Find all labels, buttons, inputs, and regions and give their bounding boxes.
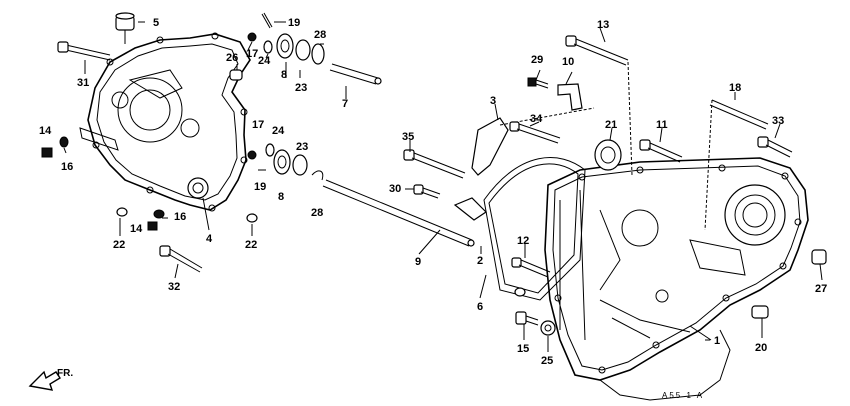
left-crankcase-cover [79, 12, 251, 212]
callout-35: 35 [402, 131, 414, 143]
callouts: 5 19 28 17 26 24 8 23 7 31 14 16 17 24 2… [39, 17, 827, 367]
callout-31: 31 [77, 77, 89, 89]
callout-12: 12 [517, 235, 529, 247]
callout-2: 2 [477, 255, 483, 267]
right-crankcase [544, 139, 809, 401]
callout-11: 11 [656, 119, 668, 131]
callout-22b: 22 [245, 239, 257, 251]
callout-28: 28 [314, 29, 326, 41]
left-small-parts [41, 12, 382, 273]
callout-7: 7 [342, 98, 348, 110]
figure-code: A55 1 A [662, 391, 704, 400]
shaft-and-gasket [322, 157, 586, 301]
callout-32: 32 [168, 281, 180, 293]
callout-17b: 17 [252, 119, 264, 131]
callout-9: 9 [415, 256, 421, 268]
callout-8b: 8 [278, 191, 284, 203]
callout-16b: 16 [174, 211, 186, 223]
callout-20: 20 [755, 342, 767, 354]
callout-3: 3 [490, 95, 496, 107]
leader-lines [63, 21, 823, 352]
fr-label: FR. [57, 368, 73, 379]
callout-14: 14 [39, 125, 52, 137]
callout-19b: 19 [254, 181, 266, 193]
callout-23: 23 [295, 82, 307, 94]
callout-25: 25 [541, 355, 553, 367]
callout-6: 6 [477, 301, 483, 313]
callout-24: 24 [258, 55, 271, 67]
callout-17: 17 [246, 48, 258, 60]
callout-24b: 24 [272, 125, 285, 137]
callout-1: 1 [714, 335, 720, 347]
front-direction-arrow: FR. [28, 368, 73, 391]
callout-18: 18 [729, 82, 741, 94]
callout-16: 16 [61, 161, 73, 173]
right-small-parts [403, 35, 827, 341]
callout-23b: 23 [296, 141, 308, 153]
callout-27: 27 [815, 283, 827, 295]
callout-29: 29 [531, 54, 543, 66]
callout-10: 10 [562, 56, 574, 68]
callout-30: 30 [389, 183, 401, 195]
callout-13: 13 [597, 19, 609, 31]
callout-28b: 28 [311, 207, 323, 219]
callout-22: 22 [113, 239, 125, 251]
callout-19: 19 [288, 17, 300, 29]
callout-14b: 14 [130, 223, 143, 235]
callout-21: 21 [605, 119, 617, 131]
callout-8: 8 [281, 69, 287, 81]
callout-5: 5 [153, 17, 159, 29]
callout-4: 4 [206, 233, 213, 245]
callout-34: 34 [530, 113, 543, 125]
callout-26: 26 [226, 52, 238, 64]
callout-15: 15 [517, 343, 529, 355]
callout-33: 33 [772, 115, 784, 127]
